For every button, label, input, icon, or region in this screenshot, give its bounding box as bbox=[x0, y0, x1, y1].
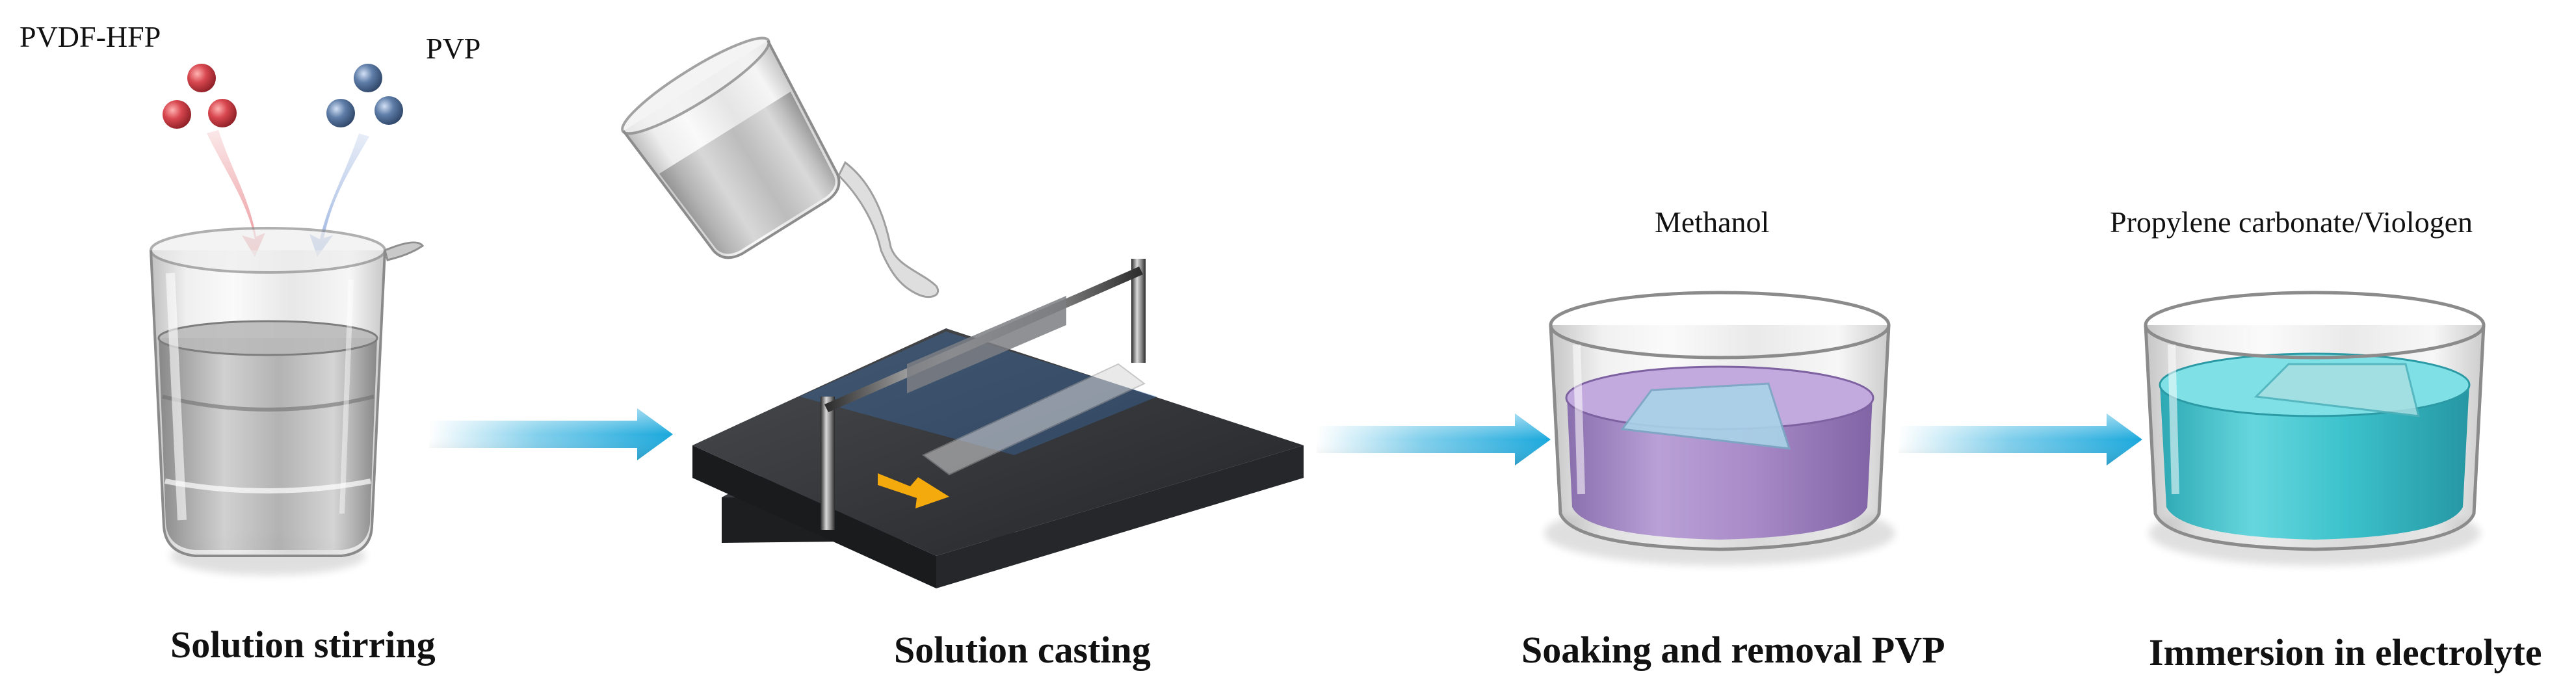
pvp-flow-arrow bbox=[309, 133, 369, 257]
pouring-beaker-icon bbox=[621, 36, 939, 298]
pvdf-hfp-particles bbox=[163, 64, 237, 129]
step-label-solution-casting: Solution casting bbox=[894, 629, 1151, 671]
membrane-film bbox=[1620, 382, 1791, 450]
step-label-solution-stirring: Solution stirring bbox=[170, 623, 436, 666]
pvp-particles bbox=[326, 64, 403, 127]
pouring-stream bbox=[837, 161, 939, 298]
casting-direction-arrow bbox=[878, 473, 949, 508]
pvp-label: PVP bbox=[426, 32, 481, 65]
membrane-film bbox=[2254, 363, 2420, 417]
step-label-immersion: Immersion in electrolyte bbox=[2149, 631, 2542, 674]
electrolyte-solvent-label: Propylene carbonate/Viologen bbox=[2110, 205, 2473, 239]
flow-arrow-2 bbox=[1317, 413, 1551, 466]
flow-arrow-3 bbox=[1899, 413, 2142, 466]
methanol-dish-icon bbox=[1544, 291, 1895, 566]
step-label-soaking: Soaking and removal PVP bbox=[1521, 629, 1945, 671]
pvdf-hfp-label: PVDF-HFP bbox=[20, 20, 161, 53]
methanol-label: Methanol bbox=[1655, 205, 1770, 239]
electrolyte-dish-icon bbox=[2144, 291, 2486, 566]
beaker-icon bbox=[150, 227, 425, 575]
flow-arrow-1 bbox=[429, 408, 673, 460]
casting-plate-icon bbox=[692, 259, 1304, 588]
